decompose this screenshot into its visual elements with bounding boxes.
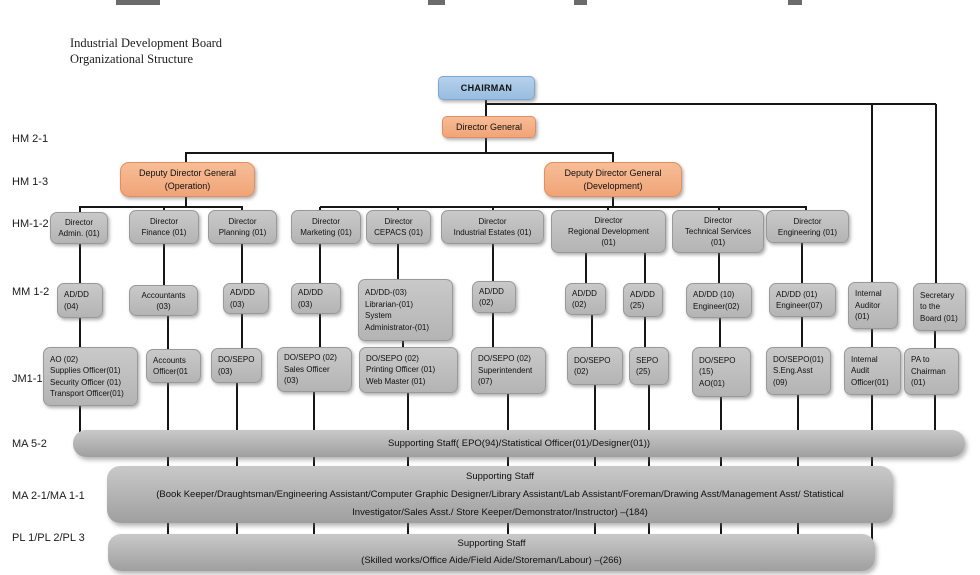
- node-director-marketing: Director Marketing (01): [291, 210, 361, 244]
- scan-artifact: [574, 0, 587, 5]
- grade-label-pl1-pl2-pl3: PL 1/PL 2/PL 3: [12, 532, 85, 544]
- node-director-technical-services: Director Technical Services (01): [672, 210, 764, 253]
- node-director-planning: Director Planning (01): [208, 210, 277, 244]
- node-director-industrial-estates: Director Industrial Estates (01): [441, 210, 544, 244]
- grade-label-jm1-1: JM1-1: [12, 373, 43, 385]
- bar-supporting-staff-ma2-1-ma1-1: Supporting Staff (Book Keeper/Draughtsma…: [107, 466, 893, 523]
- scan-artifact: [116, 0, 160, 5]
- node-sepo-regional-2: SEPO (25): [629, 347, 669, 385]
- node-internal-auditor: Internal Auditor (01): [848, 282, 898, 329]
- grade-label-ma2-1-ma1-1: MA 2-1/MA 1-1: [12, 490, 85, 502]
- node-do-sepo-printing-webmaster: DO/SEPO (02) Printing Officer (01) Web M…: [359, 347, 458, 393]
- node-director-cepacs: Director CEPACS (01): [366, 210, 431, 244]
- node-ad-dd-regional-1: AD/DD (02): [565, 283, 606, 315]
- node-do-sepo-regional-1: DO/SEPO (02): [567, 347, 623, 385]
- node-internal-audit-officer: Internal Audit Officer(01): [844, 347, 901, 395]
- node-accounts-officer: Accounts Officer(01: [146, 349, 201, 383]
- node-ad-dd-industrial-estates: AD/DD (02): [472, 281, 516, 313]
- node-ad-dd-technical-engineer: AD/DD (10) Engineer(02): [686, 283, 752, 318]
- grade-label-hm2-1: HM 2-1: [12, 133, 49, 145]
- bar-supporting-staff-pl: Supporting Staff (Skilled works/Office A…: [108, 534, 875, 571]
- node-director-regional-development: Director Regional Development (01): [551, 210, 666, 253]
- node-ad-dd-cepacs-librarian-sysadmin: AD/DD-(03) Librarian-(01) System Adminis…: [358, 279, 453, 341]
- node-accountants: Accountants (03): [129, 285, 198, 316]
- node-ad-dd-admin: AD/DD (04): [57, 283, 103, 318]
- node-director-finance: Director Finance (01): [129, 210, 199, 244]
- page-title: Industrial Development Board Organizatio…: [70, 36, 223, 66]
- node-do-sepo-ao-technical: DO/SEPO (15) AO(01): [692, 347, 751, 397]
- node-ad-dd-planning: AD/DD (03): [223, 283, 269, 314]
- node-ad-dd-marketing: AD/DD (03): [291, 283, 341, 314]
- node-secretary-to-the-board: Secretary to the Board (01): [913, 283, 966, 331]
- grade-label-hm1-2: HM-1-2: [12, 218, 49, 230]
- grade-label-mm1-2: MM 1-2: [12, 286, 50, 298]
- node-do-sepo-superintendent: DO/SEPO (02) Superintendent (07): [471, 347, 546, 394]
- node-ad-dd-regional-2: AD/DD (25): [623, 283, 663, 317]
- node-director-engineering: Director Engineering (01): [766, 210, 849, 243]
- grade-label-hm1-3: HM 1-3: [12, 176, 49, 188]
- node-director-general: Director General: [442, 116, 536, 138]
- node-pa-to-chairman: PA to Chairman (01): [904, 348, 959, 395]
- node-do-sepo-planning: DO/SEPO (03): [211, 348, 262, 383]
- scan-artifact: [428, 0, 445, 5]
- node-director-admin: Director Admin. (01): [50, 212, 108, 244]
- scan-artifact: [788, 0, 802, 5]
- bar-supporting-staff-ma5-2: Supporting Staff( EPO(94)/Statistical Of…: [73, 430, 965, 457]
- node-do-sepo-sales-officer: DO/SEPO (02) Sales Officer (03): [277, 347, 352, 392]
- node-deputy-director-general-development: Deputy Director General (Development): [544, 162, 682, 197]
- node-do-sepo-senior-eng-asst: DO/SEPO(01) S.Eng.Asst (09): [766, 347, 831, 395]
- node-deputy-director-general-operation: Deputy Director General (Operation): [120, 162, 255, 197]
- node-ad-dd-engineering-engineer: AD/DD (01) Engineer(07): [769, 283, 836, 317]
- node-ao-supplies-security-transport: AO (02) Supplies Officer(01) Security Of…: [43, 347, 138, 406]
- grade-label-ma5-2: MA 5-2: [12, 438, 47, 450]
- node-chairman: CHAIRMAN: [438, 76, 535, 100]
